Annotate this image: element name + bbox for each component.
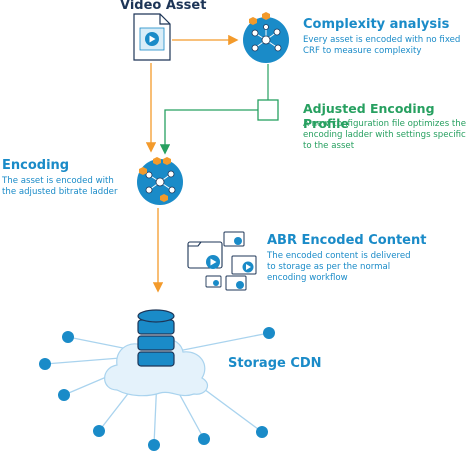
profile-desc-line1: A new configuration file optimizes the	[303, 119, 467, 129]
complexity-network-icon	[243, 12, 289, 63]
cdn-node	[148, 439, 160, 451]
folder-icon	[225, 275, 247, 291]
profile-desc-line3: to the asset	[303, 141, 355, 151]
folder-icon	[223, 231, 245, 247]
profile-config-box	[257, 99, 279, 121]
complexity-desc-line1: Every asset is encoded with no fixed	[303, 35, 461, 45]
cdn-node	[62, 331, 74, 343]
cdn-node	[198, 433, 210, 445]
abr-desc-line1: The encoded content is delivered	[267, 251, 411, 261]
profile-to-encoding-arrow	[159, 109, 258, 155]
abr-files-icon	[187, 231, 257, 291]
profile-desc-line2: encoding ladder with settings specific	[303, 130, 466, 140]
cdn-node	[263, 327, 275, 339]
profile-title: Adjusted Encoding Profile	[303, 101, 435, 131]
video-asset-title: Video Asset	[120, 0, 207, 13]
complexity-title: Complexity analysis	[303, 17, 450, 32]
storage-cdn-network	[39, 309, 275, 451]
database-icon	[137, 309, 175, 367]
abr-desc-line3: encoding workflow	[267, 273, 348, 283]
folder-icon	[205, 275, 222, 288]
storage-cdn-title: Storage CDN	[228, 356, 322, 371]
video-file-icon	[133, 13, 171, 61]
complexity-desc-line2: CRF to measure complexity	[303, 46, 422, 56]
cloud-icon	[104, 337, 209, 397]
cdn-node	[93, 425, 105, 437]
folder-icon	[231, 255, 257, 275]
abr-title: ABR Encoded Content	[267, 233, 427, 248]
abr-desc-line2: to storage as per the normal	[267, 262, 391, 272]
cdn-node	[39, 358, 51, 370]
encoding-network-icon	[137, 157, 183, 205]
folder-icon	[187, 241, 223, 269]
encoding-desc-line1: The asset is encoded with	[2, 176, 114, 186]
cdn-node	[58, 389, 70, 401]
encoding-title: Encoding	[2, 158, 70, 173]
encoding-desc-line2: the adjusted bitrate ladder	[2, 187, 118, 197]
cdn-node	[256, 426, 268, 438]
